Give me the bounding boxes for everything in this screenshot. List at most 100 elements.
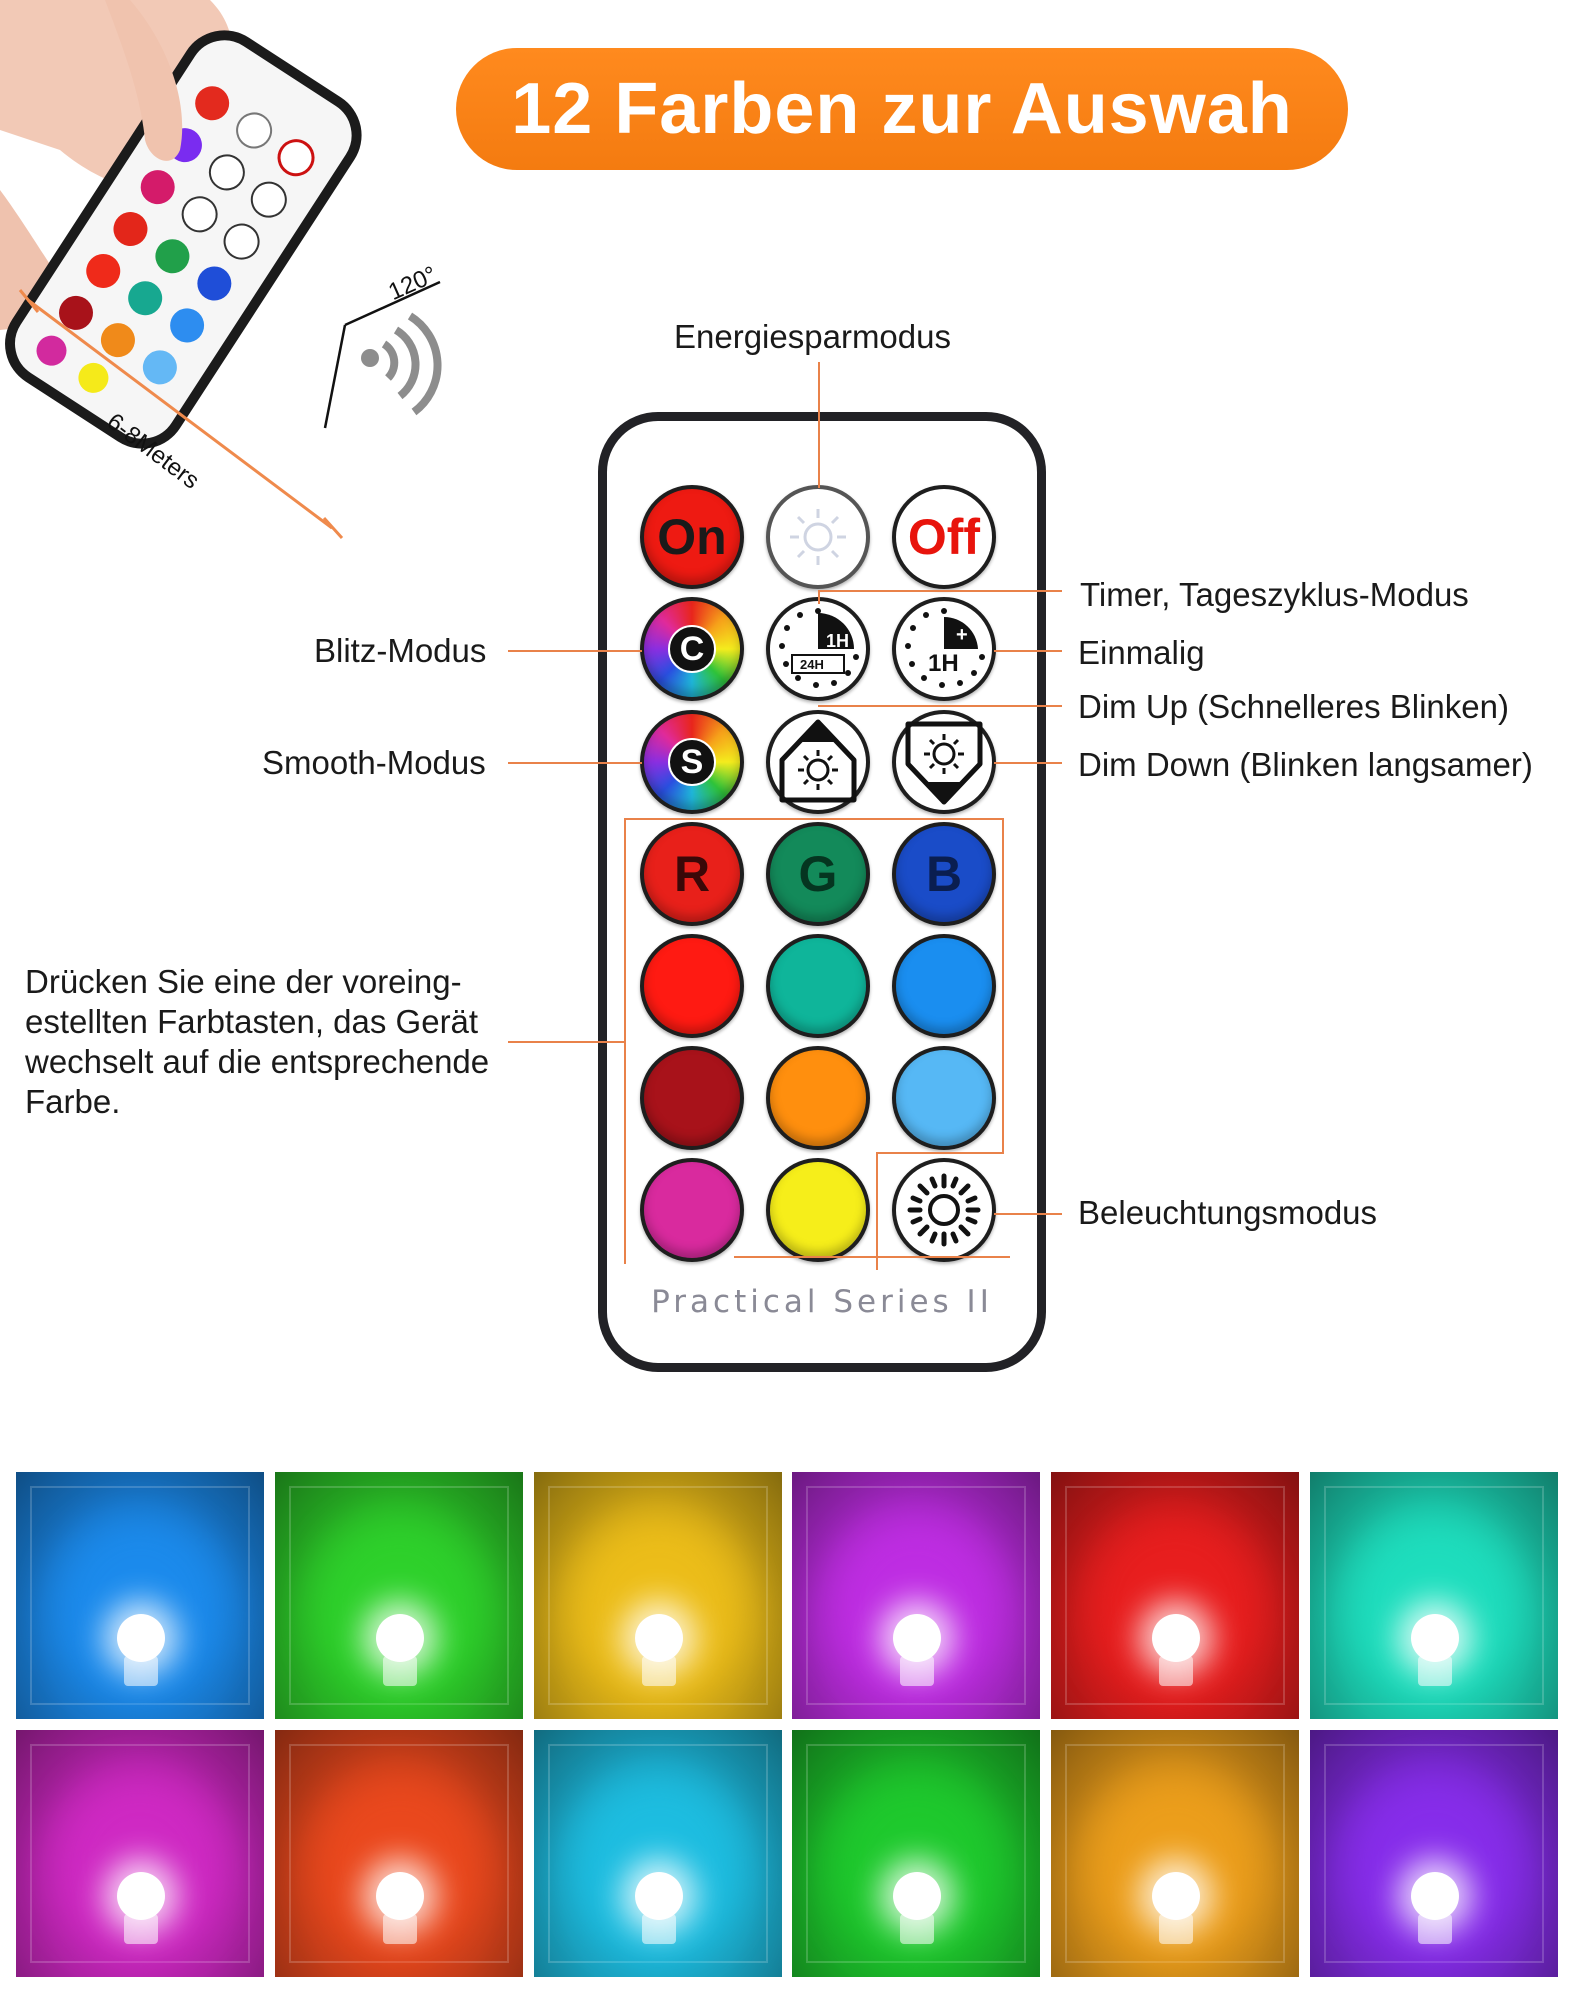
dim-up-button[interactable] xyxy=(766,710,870,814)
color-button-magenta[interactable] xyxy=(640,1158,744,1262)
on-button[interactable]: On xyxy=(640,485,744,589)
farbtasten-line-4: Farbe. xyxy=(25,1083,121,1120)
bulb-box-frame xyxy=(806,1486,1026,1705)
bulb-box-frame xyxy=(806,1744,1026,1963)
bulb-glow xyxy=(568,1512,748,1702)
bulb-tile-9 xyxy=(534,1730,782,1977)
bulb-tile-5 xyxy=(1051,1472,1299,1719)
bulb-glow xyxy=(568,1770,748,1960)
bulb-glow xyxy=(50,1512,230,1702)
leader-energiesparmodus xyxy=(818,362,820,488)
leader-smooth xyxy=(508,762,642,764)
timer-24h-label: 24H xyxy=(800,657,824,672)
bracket-inner-top xyxy=(876,1152,1004,1154)
once-1h-label: 1H xyxy=(928,650,959,677)
bulb-base xyxy=(900,1656,934,1686)
farbtasten-line-2: estellten Farbtasten, das Gerät xyxy=(25,1003,479,1040)
leader-farbtasten xyxy=(508,1041,626,1043)
bulb-glow xyxy=(1344,1512,1524,1702)
bulb-tile-4 xyxy=(792,1472,1040,1719)
color-button-yellow[interactable] xyxy=(766,1158,870,1262)
light-bulb xyxy=(376,1872,424,1920)
light-bulb xyxy=(893,1872,941,1920)
off-button[interactable]: Off xyxy=(892,485,996,589)
bulb-glow xyxy=(1344,1770,1524,1960)
dim-down-button[interactable] xyxy=(892,710,996,814)
color-button-sky-blue[interactable] xyxy=(892,934,996,1038)
color-button-dark-red[interactable] xyxy=(640,1046,744,1150)
bulb-base xyxy=(1418,1914,1452,1944)
light-bulb xyxy=(1411,1872,1459,1920)
light-bulb xyxy=(376,1614,424,1662)
label-blitz: Blitz-Modus xyxy=(314,632,487,669)
bulb-tile-2 xyxy=(275,1472,523,1719)
bulb-tile-3 xyxy=(534,1472,782,1719)
leader-timer xyxy=(818,590,1062,592)
bulb-tile-8 xyxy=(275,1730,523,1977)
energy-saving-button[interactable] xyxy=(766,485,870,589)
once-timer-button[interactable]: + 1H xyxy=(892,597,996,701)
bulb-base xyxy=(642,1914,676,1944)
timer-1h-label: 1H xyxy=(826,631,849,651)
light-bulb xyxy=(635,1614,683,1662)
light-bulb xyxy=(1411,1614,1459,1662)
leader-dim-up xyxy=(818,705,1062,707)
bulb-tile-11 xyxy=(1051,1730,1299,1977)
bulb-box-frame xyxy=(1065,1486,1285,1705)
label-smooth: Smooth-Modus xyxy=(262,744,486,781)
bulb-base xyxy=(124,1656,158,1686)
light-bulb xyxy=(1152,1872,1200,1920)
sun-icon xyxy=(907,1173,981,1247)
bulb-box-frame xyxy=(30,1486,250,1705)
bracket-top xyxy=(624,818,1004,820)
smooth-letter-disc: S xyxy=(668,738,716,786)
dim-up-icon xyxy=(779,719,857,803)
bulb-base xyxy=(383,1656,417,1686)
bulb-tile-10 xyxy=(792,1730,1040,1977)
bulb-base xyxy=(1159,1656,1193,1686)
color-button-orange[interactable] xyxy=(766,1046,870,1150)
light-bulb xyxy=(117,1614,165,1662)
flash-mode-button[interactable]: C xyxy=(640,597,744,701)
farbtasten-line-1: Drücken Sie eine der voreing- xyxy=(25,963,462,1000)
label-timer: Timer, Tageszyklus-Modus xyxy=(1080,576,1469,613)
label-dim-up: Dim Up (Schnelleres Blinken) xyxy=(1078,688,1509,725)
bulb-glow xyxy=(50,1770,230,1960)
leader-beleuchtung xyxy=(994,1213,1062,1215)
leader-einmalig xyxy=(994,650,1062,652)
color-button-teal[interactable] xyxy=(766,934,870,1038)
bulb-box-frame xyxy=(289,1486,509,1705)
timer-24h-icon: 1H 24H xyxy=(779,608,859,688)
light-bulb xyxy=(893,1614,941,1662)
handheld-remote-illustration: 120° 6-8Meters xyxy=(0,0,470,560)
bulb-box-frame xyxy=(289,1744,509,1963)
bracket-right xyxy=(1002,818,1004,1154)
timer-cycle-button[interactable]: 1H 24H xyxy=(766,597,870,701)
blue-button[interactable]: B xyxy=(892,822,996,926)
bracket-bottom xyxy=(734,1256,1010,1258)
farbtasten-line-3: wechselt auf die entsprechende xyxy=(25,1043,490,1080)
bulb-box-frame xyxy=(1324,1744,1544,1963)
remote-brand: Practical Series II xyxy=(651,1284,993,1320)
bulb-glow xyxy=(309,1512,489,1702)
bulb-glow xyxy=(826,1770,1006,1960)
red-button[interactable]: R xyxy=(640,822,744,926)
smooth-mode-button[interactable]: S xyxy=(640,710,744,814)
color-button-light-blue[interactable] xyxy=(892,1046,996,1150)
lighting-mode-button[interactable] xyxy=(892,1158,996,1262)
bulb-box-frame xyxy=(1065,1744,1285,1963)
green-button[interactable]: G xyxy=(766,822,870,926)
bulb-box-frame xyxy=(548,1486,768,1705)
leader-blitz xyxy=(508,650,642,652)
bulb-base xyxy=(642,1656,676,1686)
bulb-glow xyxy=(309,1770,489,1960)
sun-faint-icon xyxy=(790,509,846,565)
bulb-glow xyxy=(826,1512,1006,1702)
bulb-glow xyxy=(1085,1512,1265,1702)
bulb-tile-12 xyxy=(1310,1730,1558,1977)
bracket-left xyxy=(624,818,626,1264)
color-button-red[interactable] xyxy=(640,934,744,1038)
bracket-inner-left xyxy=(876,1152,878,1270)
bulb-tile-6 xyxy=(1310,1472,1558,1719)
label-dim-down: Dim Down (Blinken langsamer) xyxy=(1078,746,1533,783)
